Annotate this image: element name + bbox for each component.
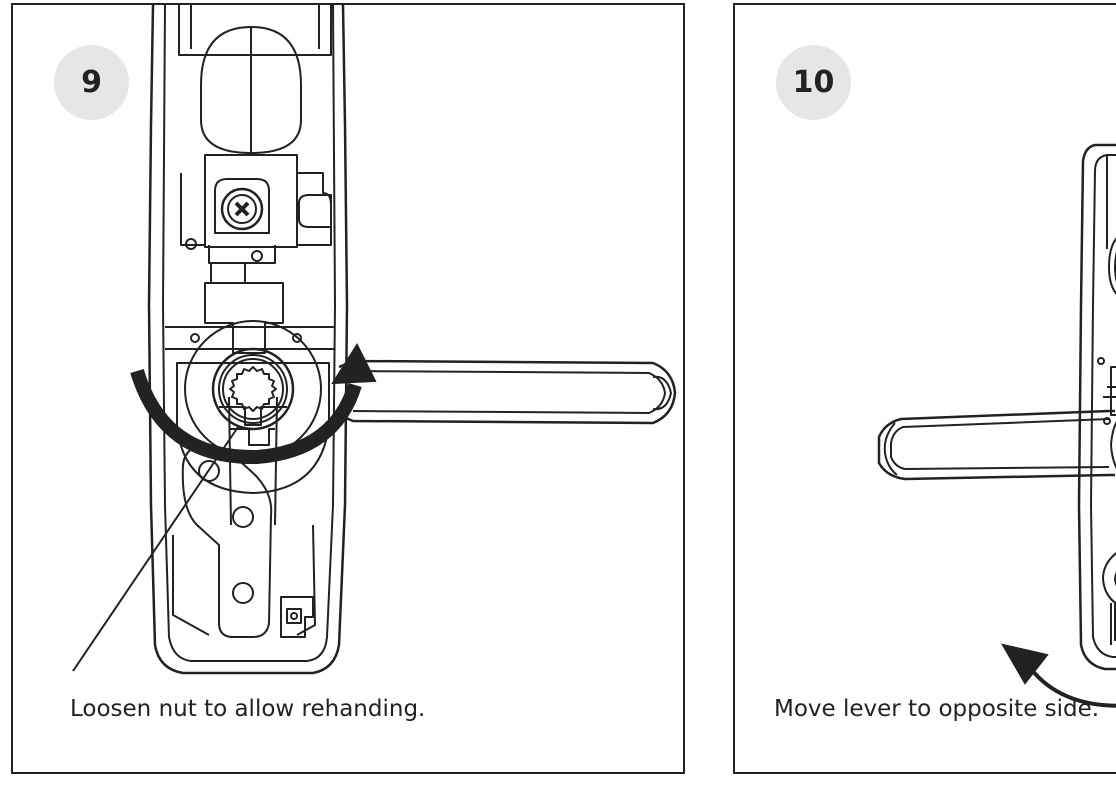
step-9-panel: 9 Loosen nut to allow rehanding. [11, 3, 685, 774]
step-number-badge: 10 [776, 45, 851, 120]
rotation-arrow-icon [130, 368, 362, 465]
leader-line [72, 426, 239, 672]
step-10-panel: 10 Move lever to opposite side. [733, 3, 1116, 774]
step-caption: Move lever to opposite side. [774, 696, 1100, 722]
lever-move-illustration [877, 143, 1116, 708]
curved-arrow-icon [1029, 667, 1116, 708]
lock-chassis-illustration [72, 5, 677, 675]
step-caption: Loosen nut to allow rehanding. [70, 696, 426, 722]
step-number-badge: 9 [54, 45, 129, 120]
